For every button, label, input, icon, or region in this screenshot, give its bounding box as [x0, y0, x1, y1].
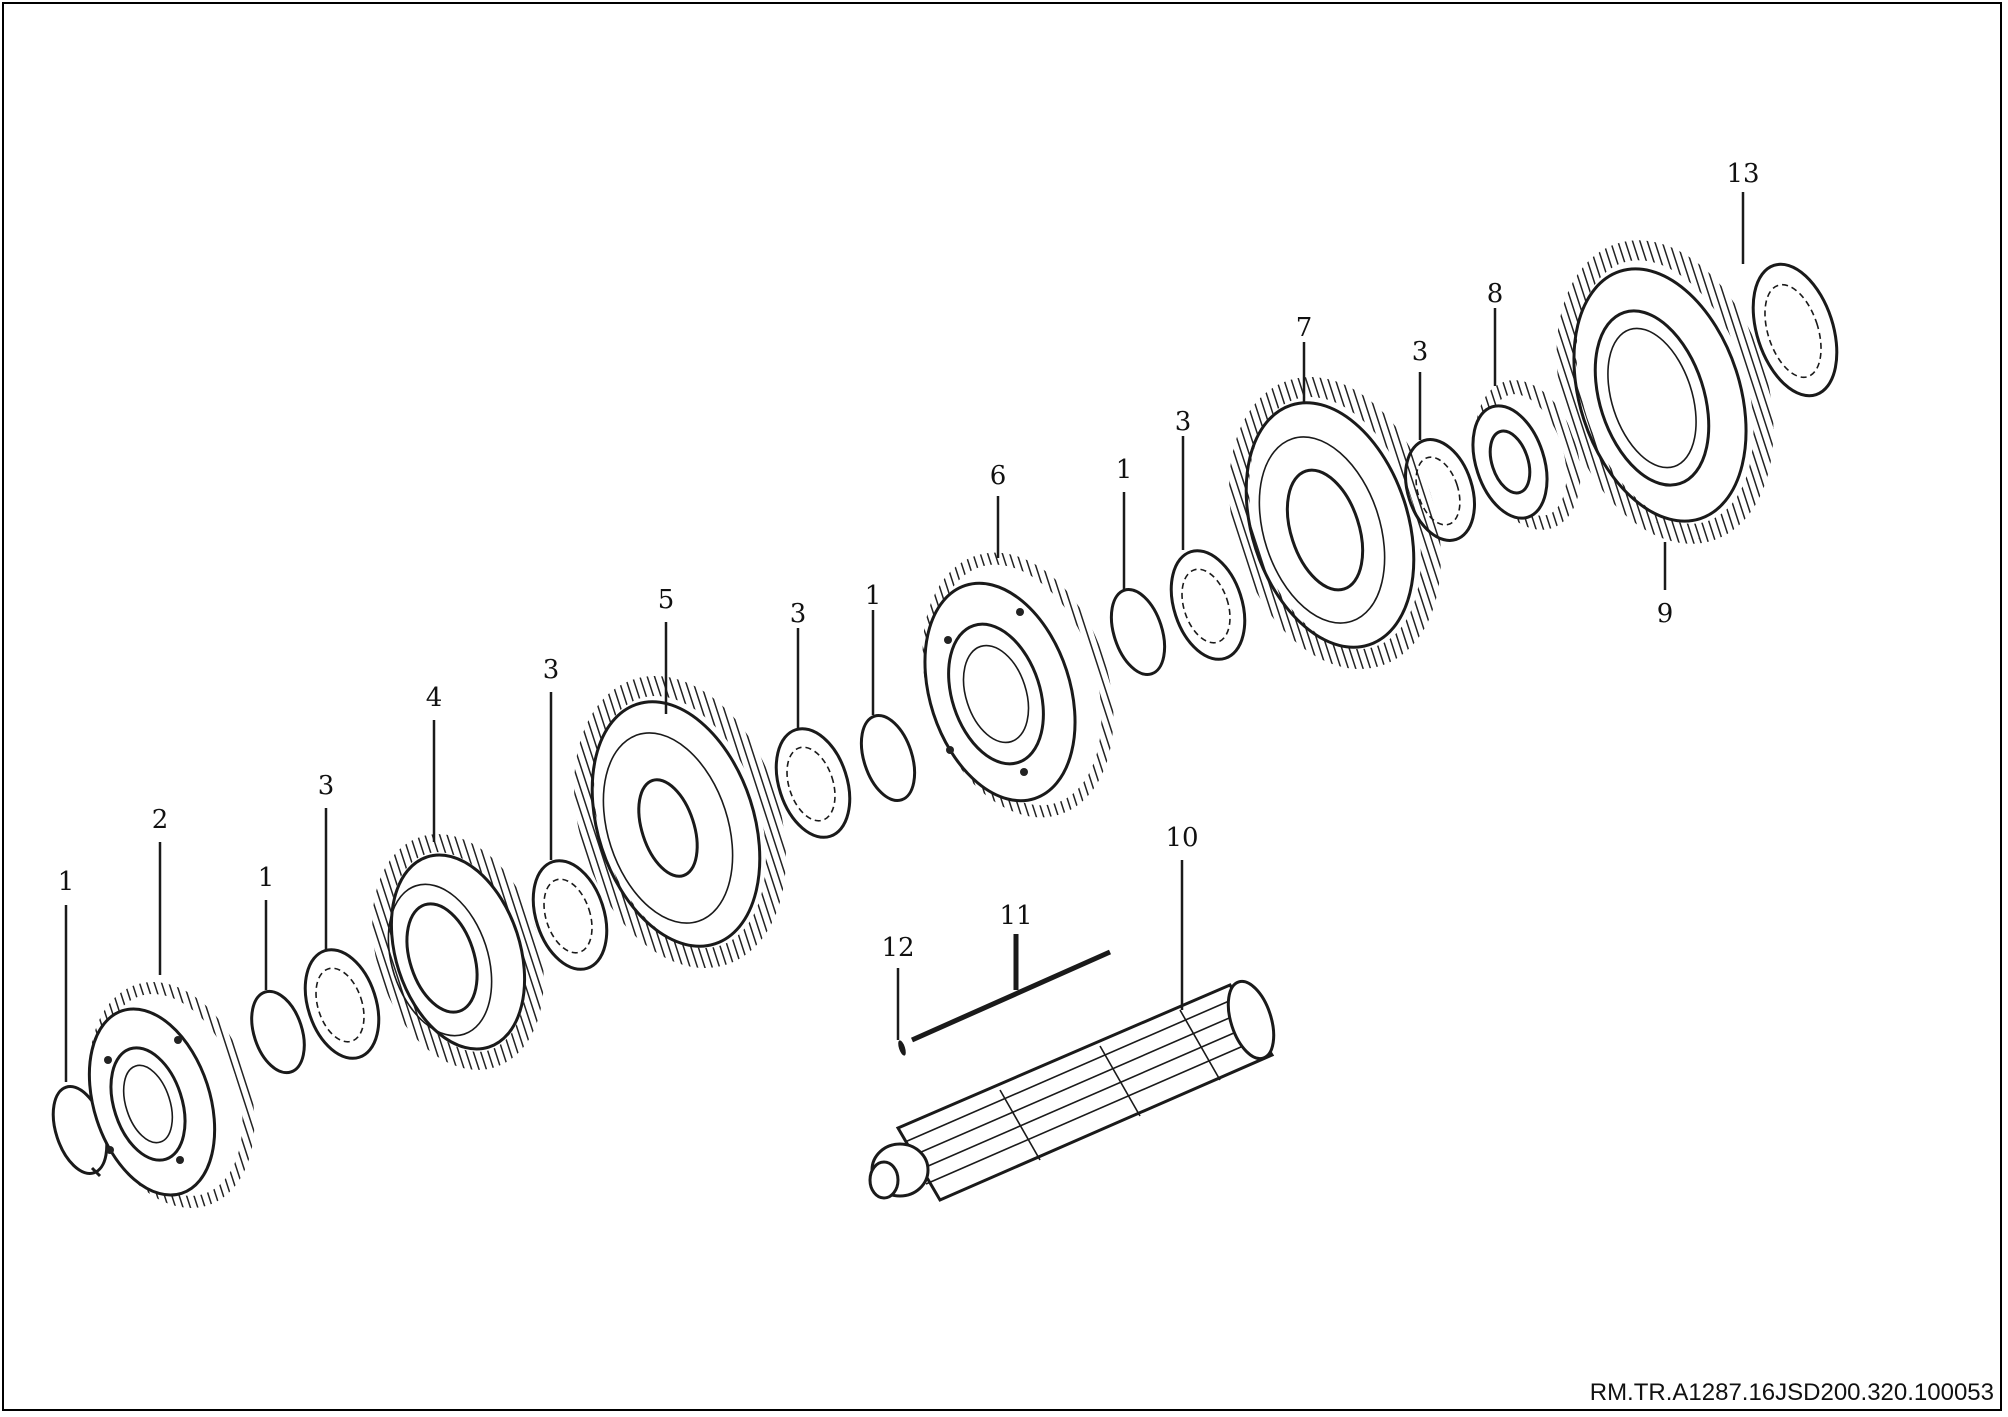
- callout-2: 2: [152, 805, 169, 835]
- gear-9: [1556, 240, 1774, 544]
- key-rod-11: [910, 949, 1112, 1043]
- hub-8: [1471, 380, 1581, 530]
- callout-3: 3: [543, 655, 560, 685]
- synchronizer-6: [922, 552, 1114, 818]
- callout-10: 10: [1165, 823, 1198, 853]
- callout-4: 4: [426, 683, 443, 713]
- gear-5: [574, 675, 786, 969]
- callout-3: 3: [318, 771, 335, 801]
- thrust-washer-3b: [531, 859, 609, 971]
- snap-ring-1c: [859, 714, 917, 802]
- gear-7: [1229, 376, 1441, 670]
- callout-1: 1: [1116, 455, 1133, 485]
- splined-shaft-10: [868, 979, 1276, 1202]
- callout-13: 13: [1726, 159, 1759, 189]
- gear-4: [372, 834, 544, 1070]
- reference-code: RM.TR.A1287.16JSD200.320.100053: [1589, 1379, 1994, 1406]
- pin-12: [898, 1040, 906, 1056]
- callout-12: 12: [881, 933, 914, 963]
- callout-1: 1: [258, 863, 275, 893]
- leader-lines: [64, 192, 1745, 1082]
- thrust-washer-3d: [1169, 549, 1247, 661]
- snap-ring-1d: [1109, 588, 1167, 676]
- thrust-washer-13: [1751, 262, 1839, 398]
- callout-9: 9: [1657, 599, 1674, 629]
- callout-labels: 1 2 1 3 4 3 5 3 1 6 1 3 7 3 8 9 13 10 11…: [58, 159, 1760, 963]
- callout-8: 8: [1487, 279, 1504, 309]
- callout-6: 6: [990, 461, 1007, 491]
- thrust-washer-3e: [1404, 438, 1476, 542]
- callout-11: 11: [999, 901, 1032, 931]
- callout-5: 5: [658, 585, 675, 615]
- callout-7: 7: [1296, 313, 1313, 343]
- thrust-washer-3a: [303, 948, 381, 1060]
- synchronizer-2: [87, 982, 255, 1208]
- callout-3: 3: [1175, 407, 1192, 437]
- callout-1: 1: [865, 581, 882, 611]
- thrust-washer-3c: [774, 727, 852, 839]
- callout-3: 3: [790, 599, 807, 629]
- snap-ring-1b: [250, 989, 306, 1075]
- callout-3: 3: [1412, 337, 1429, 367]
- callout-1: 1: [58, 867, 75, 897]
